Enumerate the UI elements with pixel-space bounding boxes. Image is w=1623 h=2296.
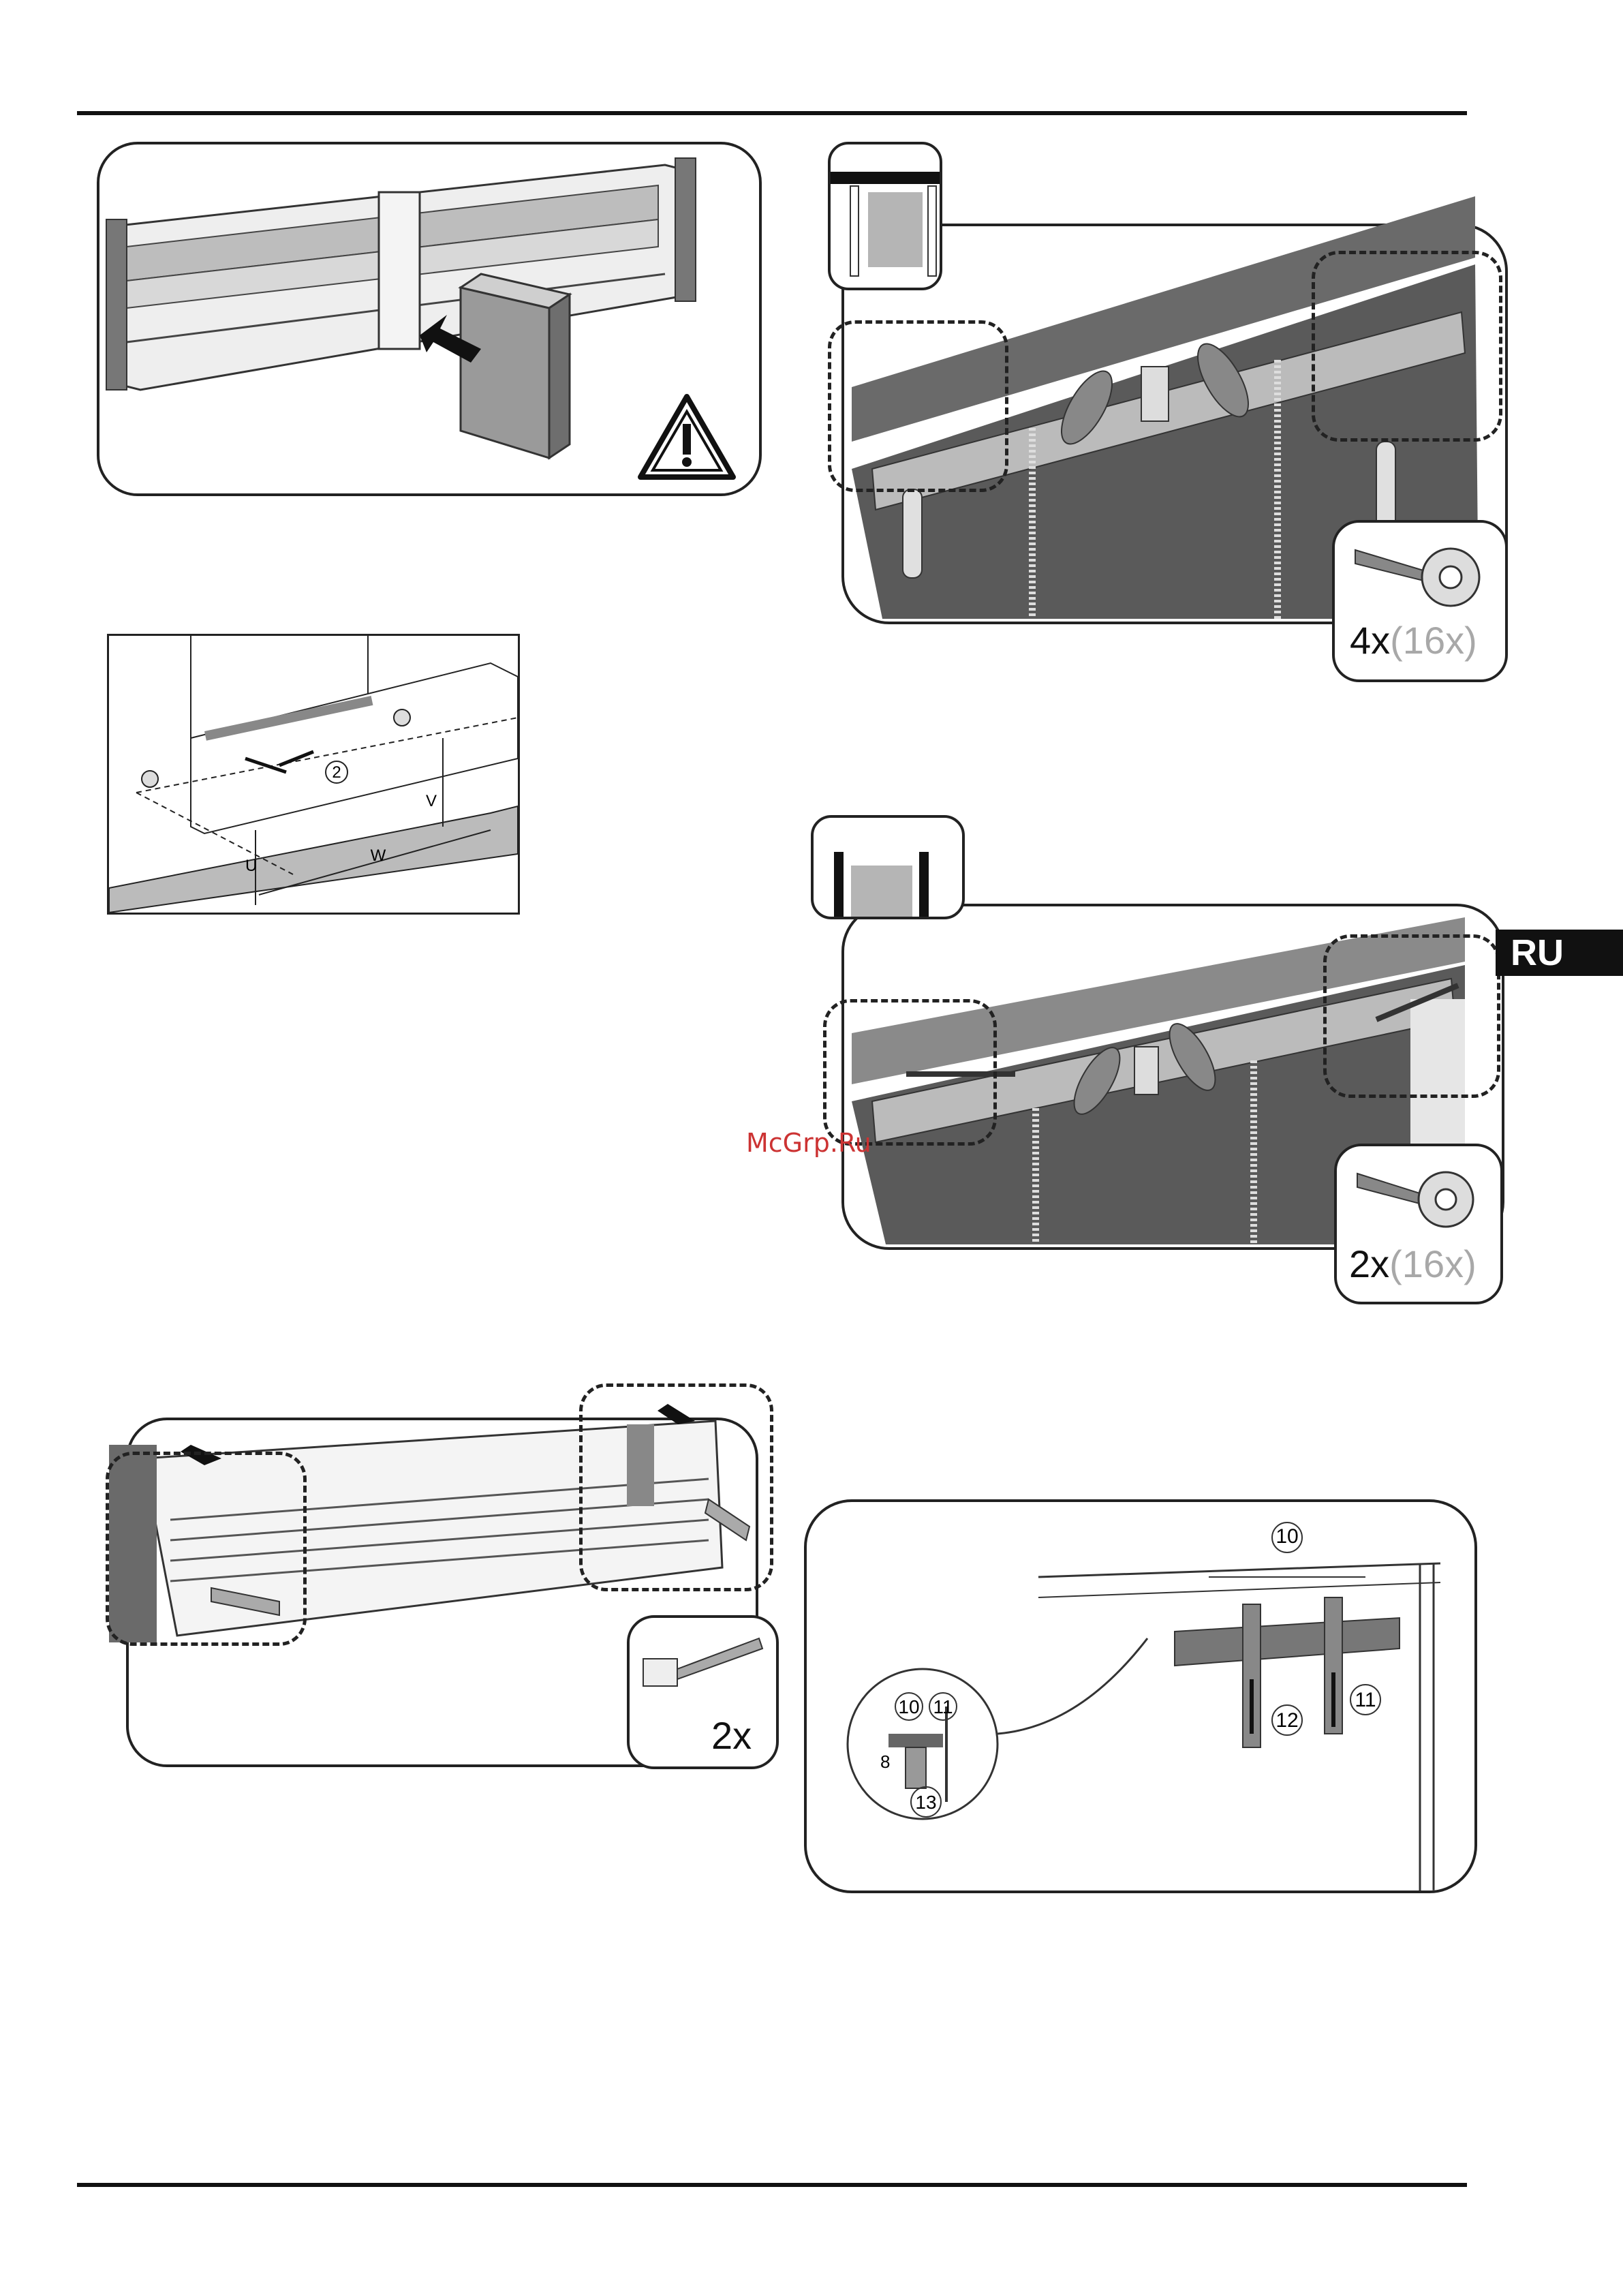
bracket-count: 2x [711,1713,752,1758]
label-11-detail: 11 [933,1696,953,1717]
screw-total: (16x) [1390,619,1477,662]
bracket-icon [630,1618,776,1706]
screw-count: 4x [1350,619,1390,662]
label-10-detail: 10 [898,1696,919,1717]
label-2: 2 [332,763,341,782]
top-rule [77,111,1467,115]
label-8: 8 [880,1751,890,1772]
figure-dimensions-drawing: 2 W U V [109,636,518,913]
figure-warning-panel [97,142,762,496]
figure-screws-mid: 2x(16x) [811,815,1502,1300]
figure-warning-drawing [99,144,759,493]
label-10: 10 [1276,1525,1298,1548]
label-12: 12 [1276,1709,1298,1732]
screw-icon [1337,1146,1500,1235]
bottom-rule [77,2183,1467,2187]
screw-count: 2x [1349,1242,1389,1285]
figure-screws-top: 4x(16x) [814,142,1502,679]
screw-total: (16x) [1389,1242,1477,1285]
label-w: W [371,846,386,865]
figure-adjustment-drawing: 10 12 11 10 11 13 8 [807,1502,1474,1891]
language-tab: RU [1496,930,1623,976]
screw-icon [1335,523,1505,611]
watermark: McGrp.Ru [746,1128,871,1158]
label-11: 11 [1355,1689,1376,1711]
figure-brackets: 2x [102,1383,773,1765]
label-v: V [426,792,437,810]
label-u: U [245,857,257,875]
figure-dimensions: 2 W U V [107,634,520,915]
figure-adjustment-panel: 10 12 11 10 11 13 8 [804,1499,1477,1893]
label-13: 13 [915,1792,936,1813]
